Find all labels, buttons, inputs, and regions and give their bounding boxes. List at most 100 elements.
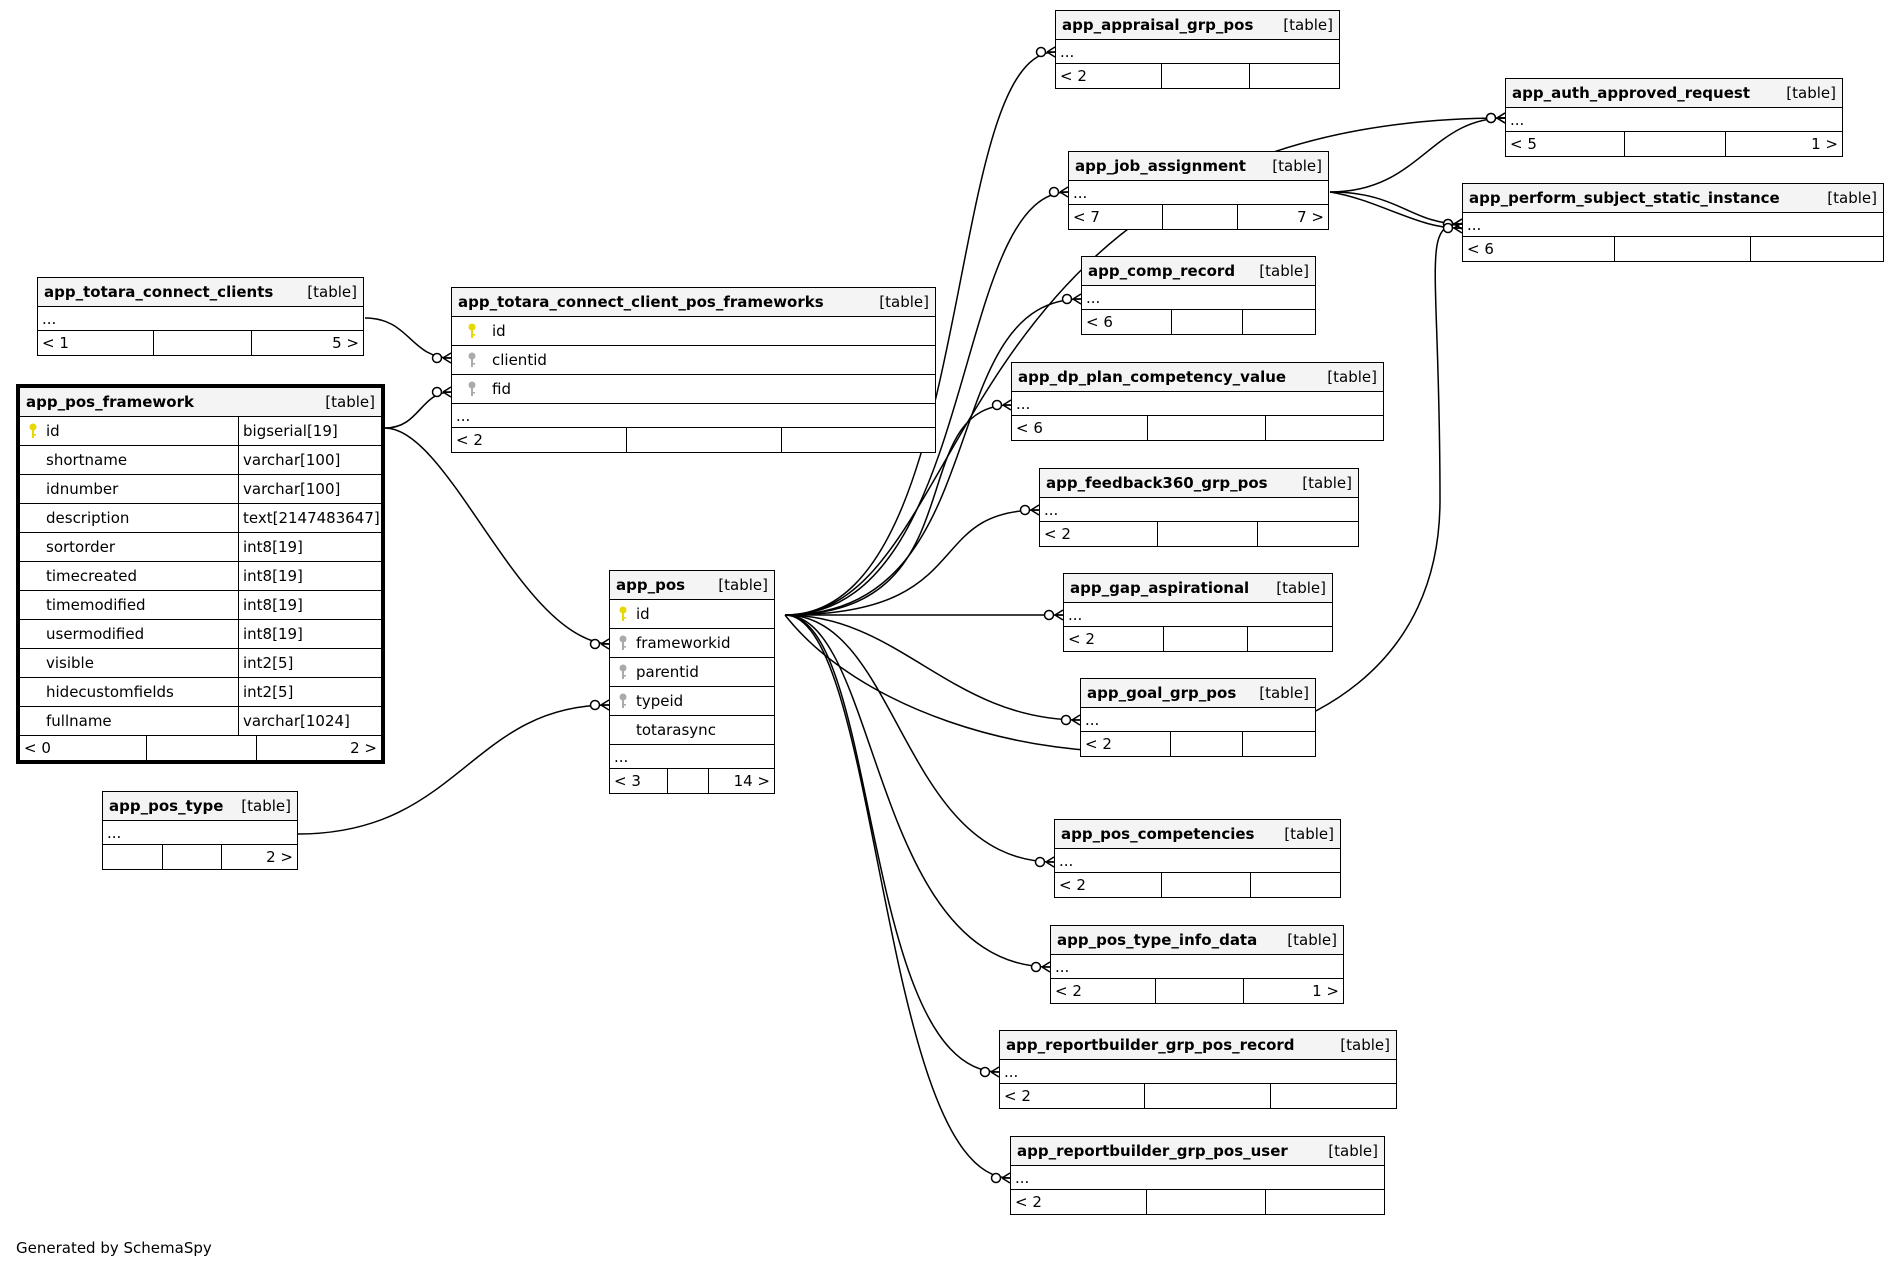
column-row-usermodified[interactable]: usermodified int8[19]	[20, 620, 381, 649]
table-name: app_appraisal_grp_pos	[1062, 16, 1254, 34]
edge-job-perform-1	[1329, 191, 1463, 230]
parents-count[interactable]: < 2	[1000, 1084, 1145, 1108]
parents-count[interactable]: < 2	[1056, 64, 1162, 88]
edge-type-pos	[297, 699, 610, 835]
parents-count[interactable]: < 2	[1055, 873, 1162, 897]
table-app_dp_plan_competency_value[interactable]: app_dp_plan_competency_value[table] ... …	[1011, 362, 1384, 441]
column-row-shortname[interactable]: shortname varchar[100]	[20, 446, 381, 475]
column-row-description[interactable]: description text[2147483647]	[20, 504, 381, 533]
parents-count[interactable]: < 5	[1506, 132, 1625, 156]
parents-count[interactable]: < 2	[1011, 1190, 1147, 1214]
parents-count[interactable]: < 6	[1082, 310, 1172, 334]
column-row-id[interactable]: id bigserial[19]	[20, 417, 381, 446]
column-row-frameworkid[interactable]: frameworkid	[610, 629, 774, 658]
table-header: app_pos_type[table]	[103, 792, 297, 821]
children-count[interactable]: 1 >	[1811, 135, 1838, 153]
footer-middle	[1148, 416, 1266, 440]
table-name: app_dp_plan_competency_value	[1018, 368, 1287, 386]
table-header: app_pos[table]	[610, 571, 774, 600]
column-row-idnumber[interactable]: idnumber varchar[100]	[20, 475, 381, 504]
table-app_comp_record[interactable]: app_comp_record[table] ... < 6	[1081, 256, 1316, 335]
table-app_appraisal_grp_pos[interactable]: app_appraisal_grp_pos[table] ... < 2	[1055, 10, 1340, 89]
table-app_perform_subject_static_instance[interactable]: app_perform_subject_static_instance[tabl…	[1462, 183, 1884, 262]
children-count[interactable]	[1266, 416, 1383, 440]
parents-count[interactable]: < 6	[1463, 237, 1615, 261]
table-app_pos[interactable]: app_pos[table] id frameworkid parentid t…	[609, 570, 775, 794]
parents-count[interactable]: < 0	[20, 736, 147, 760]
parents-count[interactable]: < 2	[1064, 627, 1164, 651]
footer-middle	[1162, 64, 1250, 88]
table-app_feedback360_grp_pos[interactable]: app_feedback360_grp_pos[table] ... < 2	[1039, 468, 1359, 547]
children-count[interactable]	[1243, 732, 1315, 756]
parents-count[interactable]: < 6	[1012, 416, 1148, 440]
table-app_auth_approved_request[interactable]: app_auth_approved_request[table] ... < 5…	[1505, 78, 1843, 157]
primary-key-icon	[610, 606, 636, 622]
column-row-clientid[interactable]: clientid	[452, 346, 935, 375]
edge-pos-competencies	[784, 614, 1055, 868]
column-row-hidecustomfields[interactable]: hidecustomfields int2[5]	[20, 678, 381, 707]
column-name: usermodified	[46, 625, 145, 643]
parents-count[interactable]	[103, 845, 163, 869]
column-row-visible[interactable]: visible int2[5]	[20, 649, 381, 678]
column-name: fullname	[46, 712, 112, 730]
column-name: totarasync	[636, 721, 716, 739]
children-count[interactable]	[1251, 873, 1340, 897]
parents-count[interactable]: < 2	[452, 428, 627, 452]
children-count[interactable]: 7 >	[1297, 208, 1324, 226]
column-row-id[interactable]: id	[610, 600, 774, 629]
table-footer: < 3 14 >	[610, 769, 774, 793]
table-app_pos_type_info_data[interactable]: app_pos_type_info_data[table] ... < 2 1 …	[1050, 925, 1344, 1004]
table-app_reportbuilder_grp_pos_user[interactable]: app_reportbuilder_grp_pos_user[table] ..…	[1010, 1136, 1385, 1215]
foreign-key-icon	[452, 381, 492, 397]
parents-count[interactable]: < 7	[1069, 205, 1163, 229]
column-type: text[2147483647]	[238, 504, 381, 532]
children-count[interactable]	[1258, 522, 1358, 546]
edge-pos-rb-record	[784, 614, 1000, 1078]
table-app_pos_competencies[interactable]: app_pos_competencies[table] ... < 2	[1054, 819, 1341, 898]
table-app_gap_aspirational[interactable]: app_gap_aspirational[table] ... < 2	[1063, 573, 1333, 652]
column-row-timecreated[interactable]: timecreated int8[19]	[20, 562, 381, 591]
table-footer: < 6	[1463, 237, 1883, 261]
footer-middle	[1615, 237, 1751, 261]
column-type: int2[5]	[238, 649, 381, 677]
parents-count[interactable]: < 2	[1040, 522, 1158, 546]
table-app_goal_grp_pos[interactable]: app_goal_grp_pos[table] ... < 2	[1080, 678, 1316, 757]
table-header: app_pos_type_info_data[table]	[1051, 926, 1343, 955]
table-name: app_comp_record	[1088, 262, 1236, 280]
children-count[interactable]	[1243, 310, 1315, 334]
table-footer: < 5 1 >	[1506, 132, 1842, 156]
column-row-typeid[interactable]: typeid	[610, 687, 774, 716]
table-app_pos_type[interactable]: app_pos_type[table] ... 2 >	[102, 791, 298, 870]
children-count[interactable]	[1266, 1190, 1384, 1214]
children-count[interactable]: 2 >	[266, 848, 293, 866]
children-count[interactable]	[782, 428, 935, 452]
children-count[interactable]	[1248, 627, 1332, 651]
children-count[interactable]	[1751, 237, 1883, 261]
column-row-fullname[interactable]: fullname varchar[1024]	[20, 707, 381, 736]
children-count[interactable]: 14 >	[733, 772, 770, 790]
column-row-id[interactable]: id	[452, 317, 935, 346]
children-count[interactable]	[1250, 64, 1339, 88]
children-count[interactable]: 1 >	[1312, 982, 1339, 1000]
table-app_reportbuilder_grp_pos_record[interactable]: app_reportbuilder_grp_pos_record[table] …	[999, 1030, 1397, 1109]
column-row-totarasync[interactable]: totarasync	[610, 716, 774, 745]
table-app_totara_connect_client_pos_frameworks[interactable]: app_totara_connect_client_pos_frameworks…	[451, 287, 936, 453]
children-count[interactable]: 2 >	[350, 739, 377, 757]
parents-count[interactable]: < 1	[38, 331, 154, 355]
children-count[interactable]: 5 >	[332, 334, 359, 352]
table-app_totara_connect_clients[interactable]: app_totara_connect_clients[table] ... < …	[37, 277, 364, 356]
children-count[interactable]	[1271, 1084, 1396, 1108]
table-app_pos_framework[interactable]: app_pos_framework[table] id bigserial[19…	[16, 384, 385, 764]
parents-count[interactable]: < 3	[610, 769, 668, 793]
column-row-parentid[interactable]: parentid	[610, 658, 774, 687]
table-footer: < 0 2 >	[20, 736, 381, 760]
table-footer: < 1 5 >	[38, 331, 363, 355]
parents-count[interactable]: < 2	[1051, 979, 1156, 1003]
column-row-timemodified[interactable]: timemodified int8[19]	[20, 591, 381, 620]
column-row-sortorder[interactable]: sortorder int8[19]	[20, 533, 381, 562]
edge-pos-feedback360	[784, 504, 1040, 616]
column-row-fid[interactable]: fid	[452, 375, 935, 404]
footer-middle	[627, 428, 782, 452]
table-app_job_assignment[interactable]: app_job_assignment[table] ... < 7 7 >	[1068, 151, 1329, 230]
parents-count[interactable]: < 2	[1081, 732, 1171, 756]
